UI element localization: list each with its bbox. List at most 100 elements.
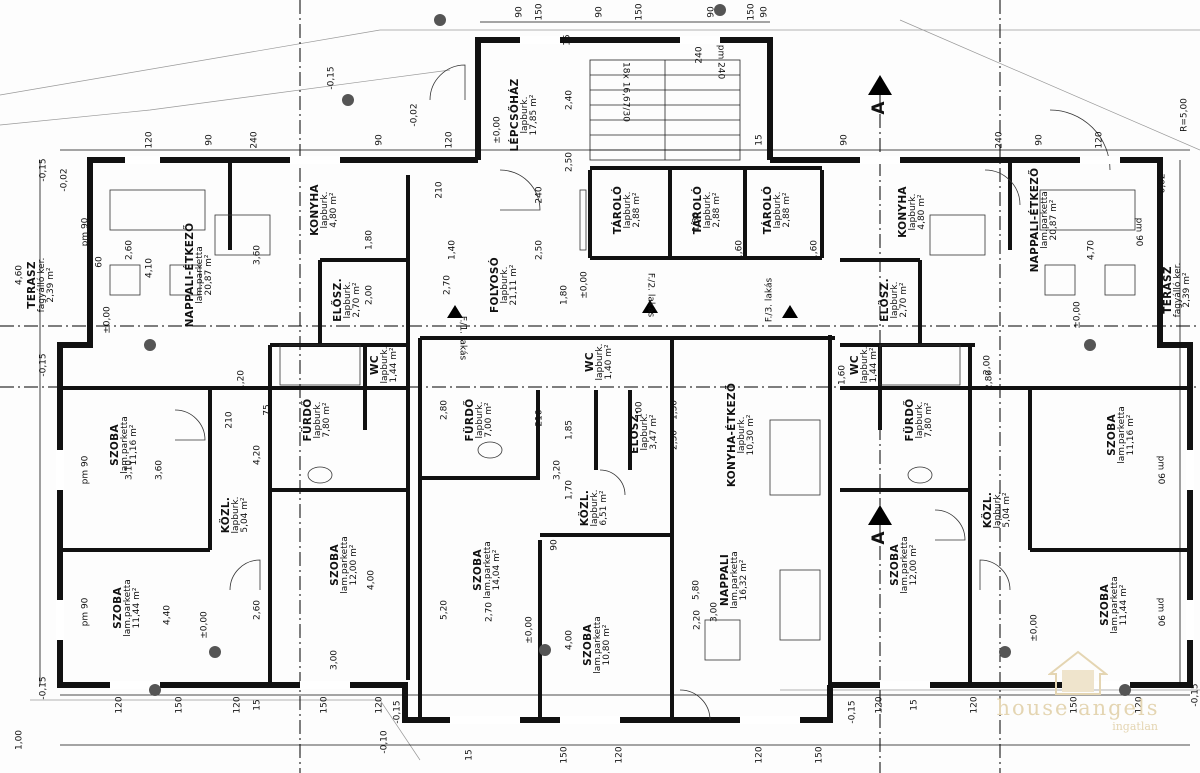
- doors-dimension-1: 210: [224, 411, 235, 429]
- window-tag-7: pm 240: [715, 44, 726, 80]
- level-terrace-left: -0,02: [59, 168, 70, 192]
- inner-dimension-26: 3,20: [552, 459, 563, 481]
- inner-dimension-6: 2,70: [442, 274, 453, 296]
- bottom-dimension-12: 15: [909, 699, 920, 711]
- window-tag-1: pm 90: [80, 217, 91, 247]
- inner-dimension-19: 4,00: [366, 569, 377, 591]
- level-ext-3: -0,15: [38, 353, 49, 377]
- inner-dimension-18: 3,00: [329, 649, 340, 671]
- radius-note: R=5,00: [1179, 98, 1190, 132]
- inner-dimension-4: 1,60: [734, 239, 745, 261]
- house-logo-icon: [1048, 650, 1108, 695]
- bottom-dimension-0: 120: [114, 696, 125, 714]
- doors-dimension-7: 60: [94, 256, 105, 268]
- bottom-dimension-1: 150: [174, 696, 185, 714]
- top2-dimension-1: 90: [204, 134, 215, 146]
- inner-walls: [60, 160, 1190, 720]
- top-dimension-7: 150: [746, 3, 757, 21]
- doors-dimension-0: 210: [434, 181, 445, 199]
- inner-dimension-9: 3,60: [252, 244, 263, 266]
- doors-dimension-2: 210: [534, 409, 545, 427]
- top2-dimension-6: 90: [839, 134, 850, 146]
- level-nappali-right: ±0,00: [1072, 301, 1083, 329]
- inner-dimension-11: 4,10: [144, 257, 155, 279]
- top-dimension-1: 150: [534, 3, 545, 21]
- inner-dimension-15: 3,10: [124, 459, 135, 481]
- level-entrance: -0,02: [409, 103, 420, 127]
- doors-dimension-3: 90: [549, 539, 560, 551]
- bottom-dimension-7: 150: [559, 746, 570, 764]
- inner-dimension-29: 2,30: [669, 429, 680, 451]
- bottom-dimension-4: 150: [319, 696, 330, 714]
- logo-text: house angels: [996, 696, 1160, 720]
- inner-dimension-38: 2,00: [982, 354, 993, 376]
- inner-dimension-22: 5,80: [691, 579, 702, 601]
- section-a-bottom: A: [869, 531, 890, 545]
- level-ext-6: -0,15: [847, 700, 858, 724]
- doors-dimension-5: 100: [634, 401, 645, 419]
- inner-dimension-27: 1,85: [564, 419, 575, 441]
- dimension-lines: [39, 21, 1190, 746]
- inner-dimension-39: 1,00: [14, 729, 25, 751]
- bottom-dimension-2: 120: [232, 696, 243, 714]
- inner-dimension-17: 2,60: [252, 599, 263, 621]
- section-markers: [447, 75, 892, 525]
- inner-dimension-31: 2,40: [564, 89, 575, 111]
- top-dimension-2: 15: [562, 34, 573, 46]
- level-ext-7: -0,15: [1190, 683, 1200, 707]
- terrain-lines: [0, 19, 1200, 761]
- bottom-dimension-11: 120: [874, 696, 885, 714]
- inner-dimension-10: 2,60: [124, 239, 135, 261]
- inner-dimension-36: 1,60: [837, 364, 848, 386]
- inner-dimension-24: 2,70: [484, 601, 495, 623]
- level-szoba-left: ±0,00: [199, 611, 210, 639]
- top2-dimension-7: 240: [994, 131, 1005, 149]
- top-dimension-4: 150: [634, 3, 645, 21]
- room-kozl-middle: KÖZL.lapburk.6,51 m²: [579, 489, 610, 527]
- doors-dimension-6: 240: [534, 186, 545, 204]
- inner-dimension-30: 2,20: [692, 609, 703, 631]
- top2-dimension-3: 90: [374, 134, 385, 146]
- inner-dimension-2: 2,50: [534, 239, 545, 261]
- room-kozl-right: KÖZL.lapburk.5,04 m²: [982, 491, 1013, 529]
- inner-dimension-21: 4,00: [564, 629, 575, 651]
- top2-dimension-0: 120: [144, 131, 155, 149]
- level-nappali-left: ±0,00: [102, 306, 113, 334]
- window-openings: [56, 36, 1194, 724]
- level-folyoso: ±0,00: [579, 271, 590, 299]
- top2-dimension-5: 15: [754, 134, 765, 146]
- level-ext-2: -0,15: [38, 158, 49, 182]
- bottom-dimension-9: 120: [754, 746, 765, 764]
- room-kozl-left: KÖZL.lapburk.5,04 m²: [220, 496, 251, 534]
- inner-dimension-0: 1,80: [364, 229, 375, 251]
- level-ext-4: -0,15: [38, 676, 49, 700]
- inner-dimension-20: 5,20: [439, 599, 450, 621]
- bottom-dimension-10: 150: [814, 746, 825, 764]
- inner-dimension-12: 4,70: [1086, 239, 1097, 261]
- room-eloszl-right: ELŐSZ.lapburk.2,70 m²: [879, 278, 910, 322]
- level-stair: ±0,00: [492, 116, 503, 144]
- level-ext-5: -0,15: [392, 700, 403, 724]
